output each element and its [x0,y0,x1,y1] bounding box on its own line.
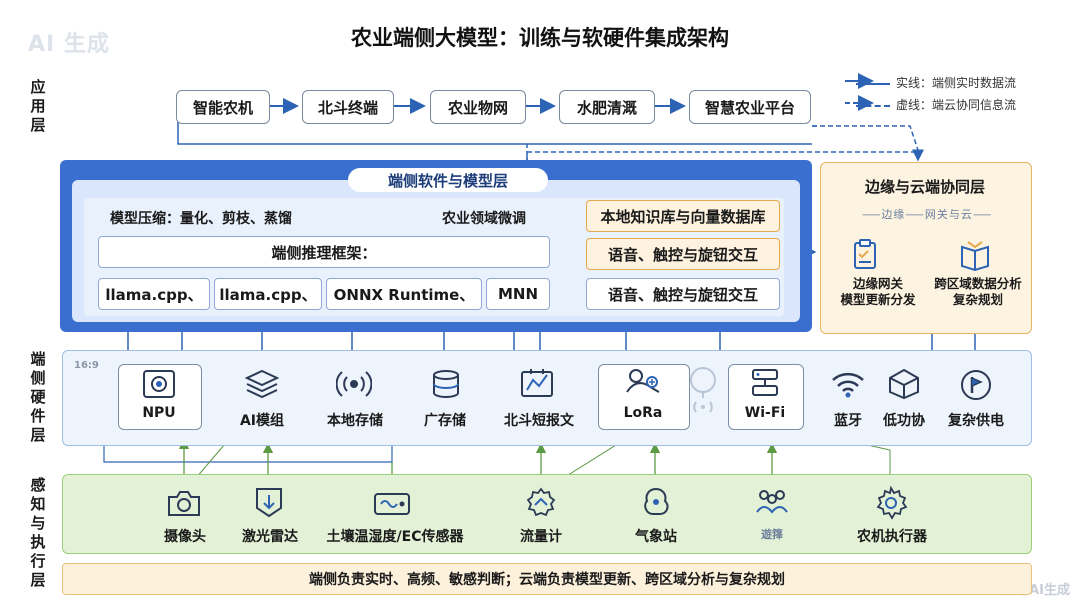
hardware-layer-panel [62,350,1032,446]
wifi-router-icon [747,366,783,402]
bottom-note: 端侧负责实时、高频、敏感判断；云端负责模型更新、跨区域分析与复杂规划 [62,563,1032,595]
camera-chip-icon [141,368,177,404]
app-box-smart-machinery: 智能农机 [176,90,270,124]
sense-label-weather-station: 气象站 [635,529,677,545]
app-box-smart-platform: 智慧农业平台 [689,90,811,124]
flowmeter-icon [524,486,558,522]
aspect-tag: 16:9 [74,360,99,371]
hw-label-low-power: 低功协 [883,413,925,429]
hw-label-ai-module: AI模组 [239,413,285,429]
stack-layers-icon [244,368,280,404]
framework-llamacpp-2: llama.cpp、 [214,278,322,310]
sense-label-camera: 摄像头 [164,529,206,545]
edge-cloud-scribble: ⸺边缘⸺网关与云⸺ [862,208,993,221]
message-chart-icon [519,366,555,404]
camera-icon [166,488,202,522]
framework-mnn: MNN [486,278,550,310]
hw-label-bluetooth: 蓝牙 [834,413,862,429]
hw-label-power-supply: 复杂供电 [948,413,1004,429]
legend-dashed: 虚线：端云协同信息流 [855,96,1016,113]
signal-radio-icon [335,368,373,404]
gear-icon [874,485,908,524]
edge-cloud-title: 边缘与云端协同层 [864,178,985,196]
hw-box-wifi [728,364,804,430]
domain-finetune-text: 农业领域微调 [442,211,526,227]
framework-onnx-runtime: ONNX Runtime、 [326,278,482,310]
hw-label-npu: NPU [142,405,176,421]
edge-item-analytics: 跨区域数据分析 复杂规划 [934,276,1022,307]
hw-label-local-storage: 本地存储 [327,413,383,429]
hw-label-beidou-sms: 北斗短报文 [504,413,574,429]
sense-label-unclear: 遊箨 [761,528,783,541]
antenna-icon [686,364,720,430]
inference-framework-box: 端侧推理框架： [98,236,550,268]
app-box-beidou-terminal: 北斗终端 [302,90,394,124]
framework-llamacpp-1: llama.cpp、 [98,278,210,310]
sense-label-soil-sensor: 土壤温湿度/EC传感器 [326,529,464,545]
legend-solid: 实线：端侧实时数据流 [855,74,1016,91]
hw-label-lora: LoRa [623,405,663,421]
interaction-box-1: 语音、触控与旋钮交互 [586,238,780,270]
hw-box-lora [598,364,690,430]
storage-drum-icon [428,368,464,404]
wifi-icon [830,368,866,404]
sense-label-laser-radar: 激光雷达 [242,529,298,545]
clipboard-check-icon [848,238,882,276]
model-compression-text: 模型压缩：量化、剪枝、蒸馏 [110,211,292,227]
interaction-box-2: 语音、触控与旋钮交互 [586,278,780,310]
app-box-irrigation: 水肥清溉 [559,90,655,124]
layer-label-sensing: 感知与执行层 [30,476,46,589]
dashed-line-icon [855,104,890,107]
layer-label-app: 应用层 [30,78,46,134]
page-title: 农业端侧大模型：训练与软硬件集成架构 [351,26,729,50]
soil-sensor-icon [372,488,412,522]
watermark-top-left: AI 生成 [28,32,110,57]
open-book-icon [958,238,992,276]
sense-label-actuator: 农机执行器 [857,529,927,545]
edge-item-gateway: 边缘网关 模型更新分发 [840,276,916,307]
hw-label-wifi: Wi-Fi [744,405,786,421]
laser-radar-icon [252,486,286,522]
knowledge-base-box: 本地知识库与向量数据库 [586,200,780,232]
hw-label-wide-storage: 广存储 [424,413,466,429]
sense-label-flowmeter: 流量计 [520,529,562,545]
app-box-agri-iot: 农业物网 [430,90,526,124]
people-icon [754,486,790,522]
layer-label-hardware: 端侧硬件层 [30,350,46,444]
power-flag-icon [958,368,994,406]
solid-line-icon [855,82,890,85]
software-layer-title: 端侧软件与模型层 [348,168,548,192]
cube-icon [886,368,922,404]
weather-icon [640,486,672,522]
lora-node-icon [624,366,662,402]
